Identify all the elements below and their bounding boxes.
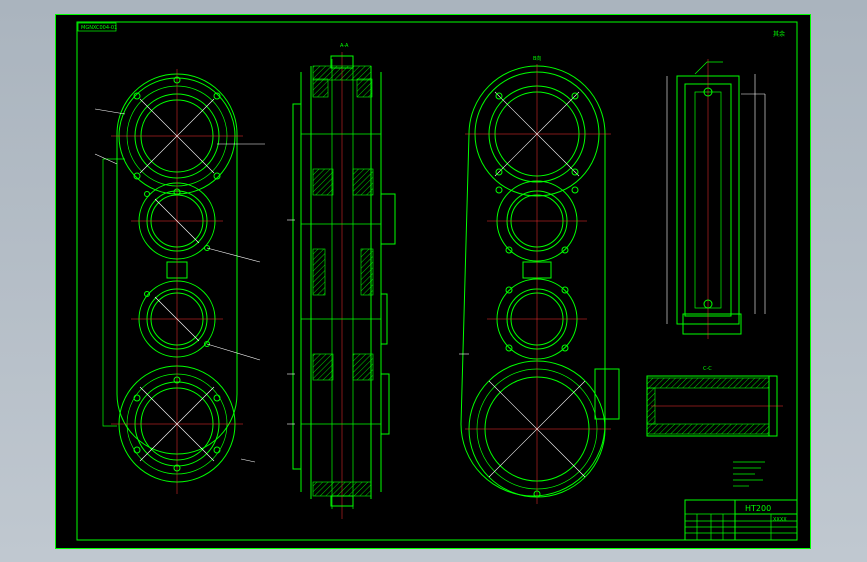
front-view <box>94 69 265 494</box>
corner-code: MGNXC004-01 <box>81 25 117 31</box>
drawing-name: XXXX <box>773 517 787 523</box>
section-view-a: A-A <box>287 43 396 519</box>
title-block: HT200 XXXX <box>684 499 798 541</box>
section-view-c: C-C <box>646 366 783 437</box>
side-view <box>666 59 766 339</box>
section-c-label: C-C <box>703 366 712 372</box>
drawing-canvas[interactable]: MGNXC004-01 其余 <box>55 14 811 549</box>
view-b-label: B向 <box>533 55 541 62</box>
view-b: B向 <box>459 55 620 504</box>
corner-code-box <box>77 22 117 32</box>
technical-notes <box>733 461 765 487</box>
drawing-sheet: MGNXC004-01 其余 <box>55 14 811 549</box>
material-label: HT200 <box>745 504 771 513</box>
inner-frame <box>76 21 798 541</box>
section-a-label: A-A <box>340 43 349 49</box>
outer-frame <box>55 14 811 549</box>
surface-finish-note: 其余 <box>773 30 785 38</box>
